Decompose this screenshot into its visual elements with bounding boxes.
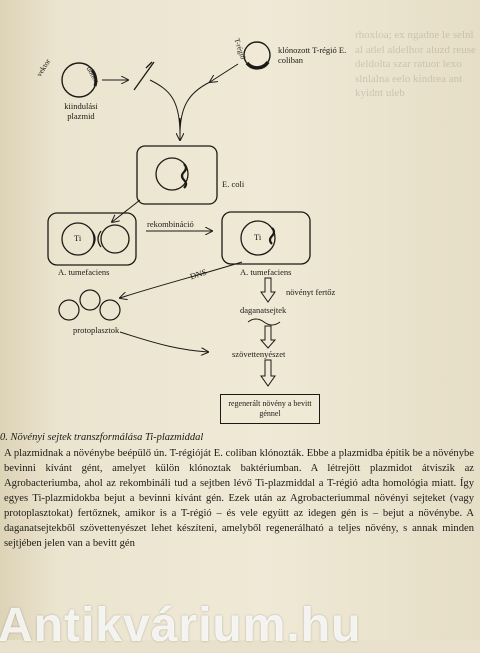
protoplast-3 <box>99 299 121 321</box>
ti-left-label: Ti <box>74 233 82 243</box>
transformation-diagram <box>47 41 311 387</box>
protoplasts-label: protoplasztok <box>73 325 120 335</box>
cloned-label: klónozott T-régió E. coliban <box>278 45 347 65</box>
donor-segment <box>90 69 98 87</box>
infects-label: növényt fertőz <box>286 287 336 297</box>
figure-caption: 0. Növényi sejtek transzformálása Ti-pla… <box>0 432 204 443</box>
protoplast-1 <box>58 299 80 321</box>
tissue-culture-label: szövettenyészet <box>232 349 286 359</box>
ecoli-cell <box>136 145 218 205</box>
protoplast-2 <box>79 289 101 311</box>
flow-arrow-3 <box>260 359 276 387</box>
flow-arrow-1 <box>260 277 276 303</box>
ti-right-label: Ti <box>254 232 262 242</box>
atumefaciens-right-label: A. tumefaciens <box>240 267 292 277</box>
watermark: Antikvárium.hu <box>0 599 362 652</box>
body-text: A plazmidnak a növénybe beépülő ún. T-ré… <box>4 446 474 551</box>
start-plasmid-label: kiindulási plazmid <box>64 101 98 121</box>
recombination-label: rekombináció <box>147 219 194 229</box>
cut-plasmid-line <box>133 61 155 91</box>
ecoli-label: E. coli <box>222 179 245 189</box>
body-paragraph: A plazmidnak a növénybe beépülő ún. T-ré… <box>4 448 474 549</box>
bleed-through-text: rhoxloa; ex ngadne le selnl al atlel ald… <box>355 29 476 99</box>
agrobacterium-right-cell <box>221 211 311 265</box>
tumor-cells-label: daganatsejtek <box>240 305 287 315</box>
result-box: regenerált növény a bevitt génnel <box>220 394 320 424</box>
flow-arrow-2 <box>259 325 277 349</box>
agrobacterium-left-cell <box>47 212 137 266</box>
atumefaciens-left-label: A. tumefaciens <box>58 267 110 277</box>
